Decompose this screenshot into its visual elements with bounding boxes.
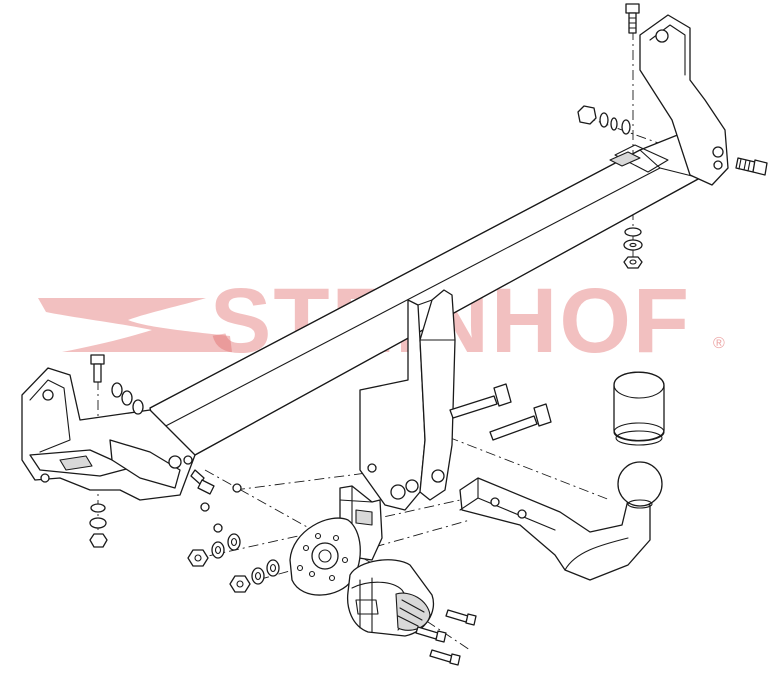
left-mounting-bracket (21, 367, 196, 501)
watermark-registered-mark: ® (713, 335, 725, 352)
nut-washer-set-right (577, 105, 631, 135)
tow-ball-mounting-plates (359, 289, 456, 511)
screw-2 (415, 626, 447, 643)
left-hardware (89, 354, 215, 548)
socket-screws (415, 609, 477, 666)
tow-ball-cover-cap (613, 371, 665, 446)
washer-stack-right (623, 227, 643, 269)
right-mounting-bracket (639, 14, 729, 186)
watermark-swoosh-logo (38, 298, 232, 352)
tow-ball-neck (459, 477, 651, 581)
bolt-side-right (735, 157, 768, 176)
bolt-small-left (190, 469, 215, 495)
bolt-top-left (90, 354, 105, 383)
washer-set-left (111, 382, 144, 415)
electrical-socket (346, 559, 435, 637)
long-bolt-lower (489, 403, 552, 441)
nut-set-lower (229, 559, 280, 593)
main-cross-beam (149, 129, 701, 456)
right-hardware (577, 3, 768, 269)
nut-set-upper (187, 533, 241, 567)
tow-ball (617, 461, 663, 509)
long-bolts (449, 383, 552, 441)
small-nuts (200, 483, 242, 533)
washer-stack-left (89, 503, 108, 548)
screw-1 (445, 609, 477, 626)
socket-plate (289, 517, 361, 596)
lower-nut-washer-sets (187, 483, 280, 593)
bolt-top-right (625, 3, 640, 34)
long-bolt-upper (449, 383, 512, 419)
screw-3 (429, 649, 461, 666)
